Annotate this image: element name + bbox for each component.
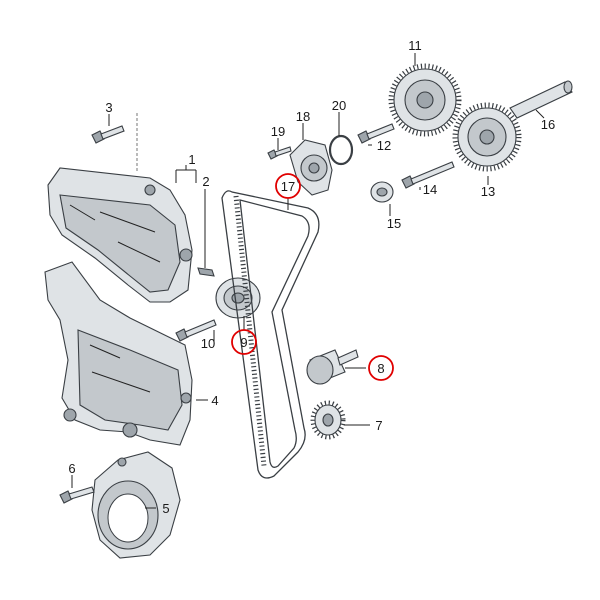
label-13: 13 <box>481 184 495 199</box>
highlight-circles <box>231 173 394 381</box>
timing-belt-17 <box>221 190 320 479</box>
label-20: 20 <box>332 98 346 113</box>
highlight-ring-17 <box>275 173 301 199</box>
label-4: 4 <box>211 393 218 408</box>
bolt-6 <box>59 486 95 504</box>
label-10: 10 <box>201 336 215 351</box>
highlight-ring-9 <box>231 329 257 355</box>
label-8: 8 <box>377 361 384 376</box>
highlight-ring-8 <box>368 355 394 381</box>
part-labels: 1 2 3 4 5 6 7 8 9 10 11 12 13 14 15 16 1… <box>68 38 555 516</box>
shaft-16 <box>509 80 573 119</box>
camshaft-sprocket-11 <box>388 63 462 137</box>
bolt-3 <box>91 125 125 144</box>
lower-timing-cover <box>91 451 181 559</box>
o-ring-20 <box>328 134 354 166</box>
upper-timing-cover <box>47 167 193 303</box>
label-17: 17 <box>281 179 295 194</box>
label-9: 9 <box>240 335 247 350</box>
label-12: 12 <box>377 138 391 153</box>
bolt-14 <box>401 161 455 189</box>
rear-timing-panel <box>44 261 193 446</box>
bolt-19 <box>267 146 292 160</box>
pulley-15 <box>370 181 394 203</box>
label-1: 1 <box>188 152 195 167</box>
idler-roller-8 <box>306 349 359 385</box>
bolt-10 <box>175 319 217 342</box>
label-16: 16 <box>541 117 555 132</box>
label-19: 19 <box>271 124 285 139</box>
water-pump-18 <box>289 139 333 196</box>
crankshaft-sprocket-7 <box>310 400 346 440</box>
leader-lines <box>71 53 545 509</box>
label-11: 11 <box>408 38 422 53</box>
label-18: 18 <box>296 109 310 124</box>
label-14: 14 <box>423 182 437 197</box>
label-2: 2 <box>202 174 209 189</box>
label-15: 15 <box>387 216 401 231</box>
label-7: 7 <box>375 418 382 433</box>
bolt-12 <box>357 123 395 144</box>
tension-roller-9 <box>215 277 261 319</box>
label-6: 6 <box>68 461 75 476</box>
clip-2 <box>197 267 215 277</box>
camshaft-sprocket-13 <box>452 102 522 172</box>
label-3: 3 <box>105 100 112 115</box>
label-5: 5 <box>162 501 169 516</box>
